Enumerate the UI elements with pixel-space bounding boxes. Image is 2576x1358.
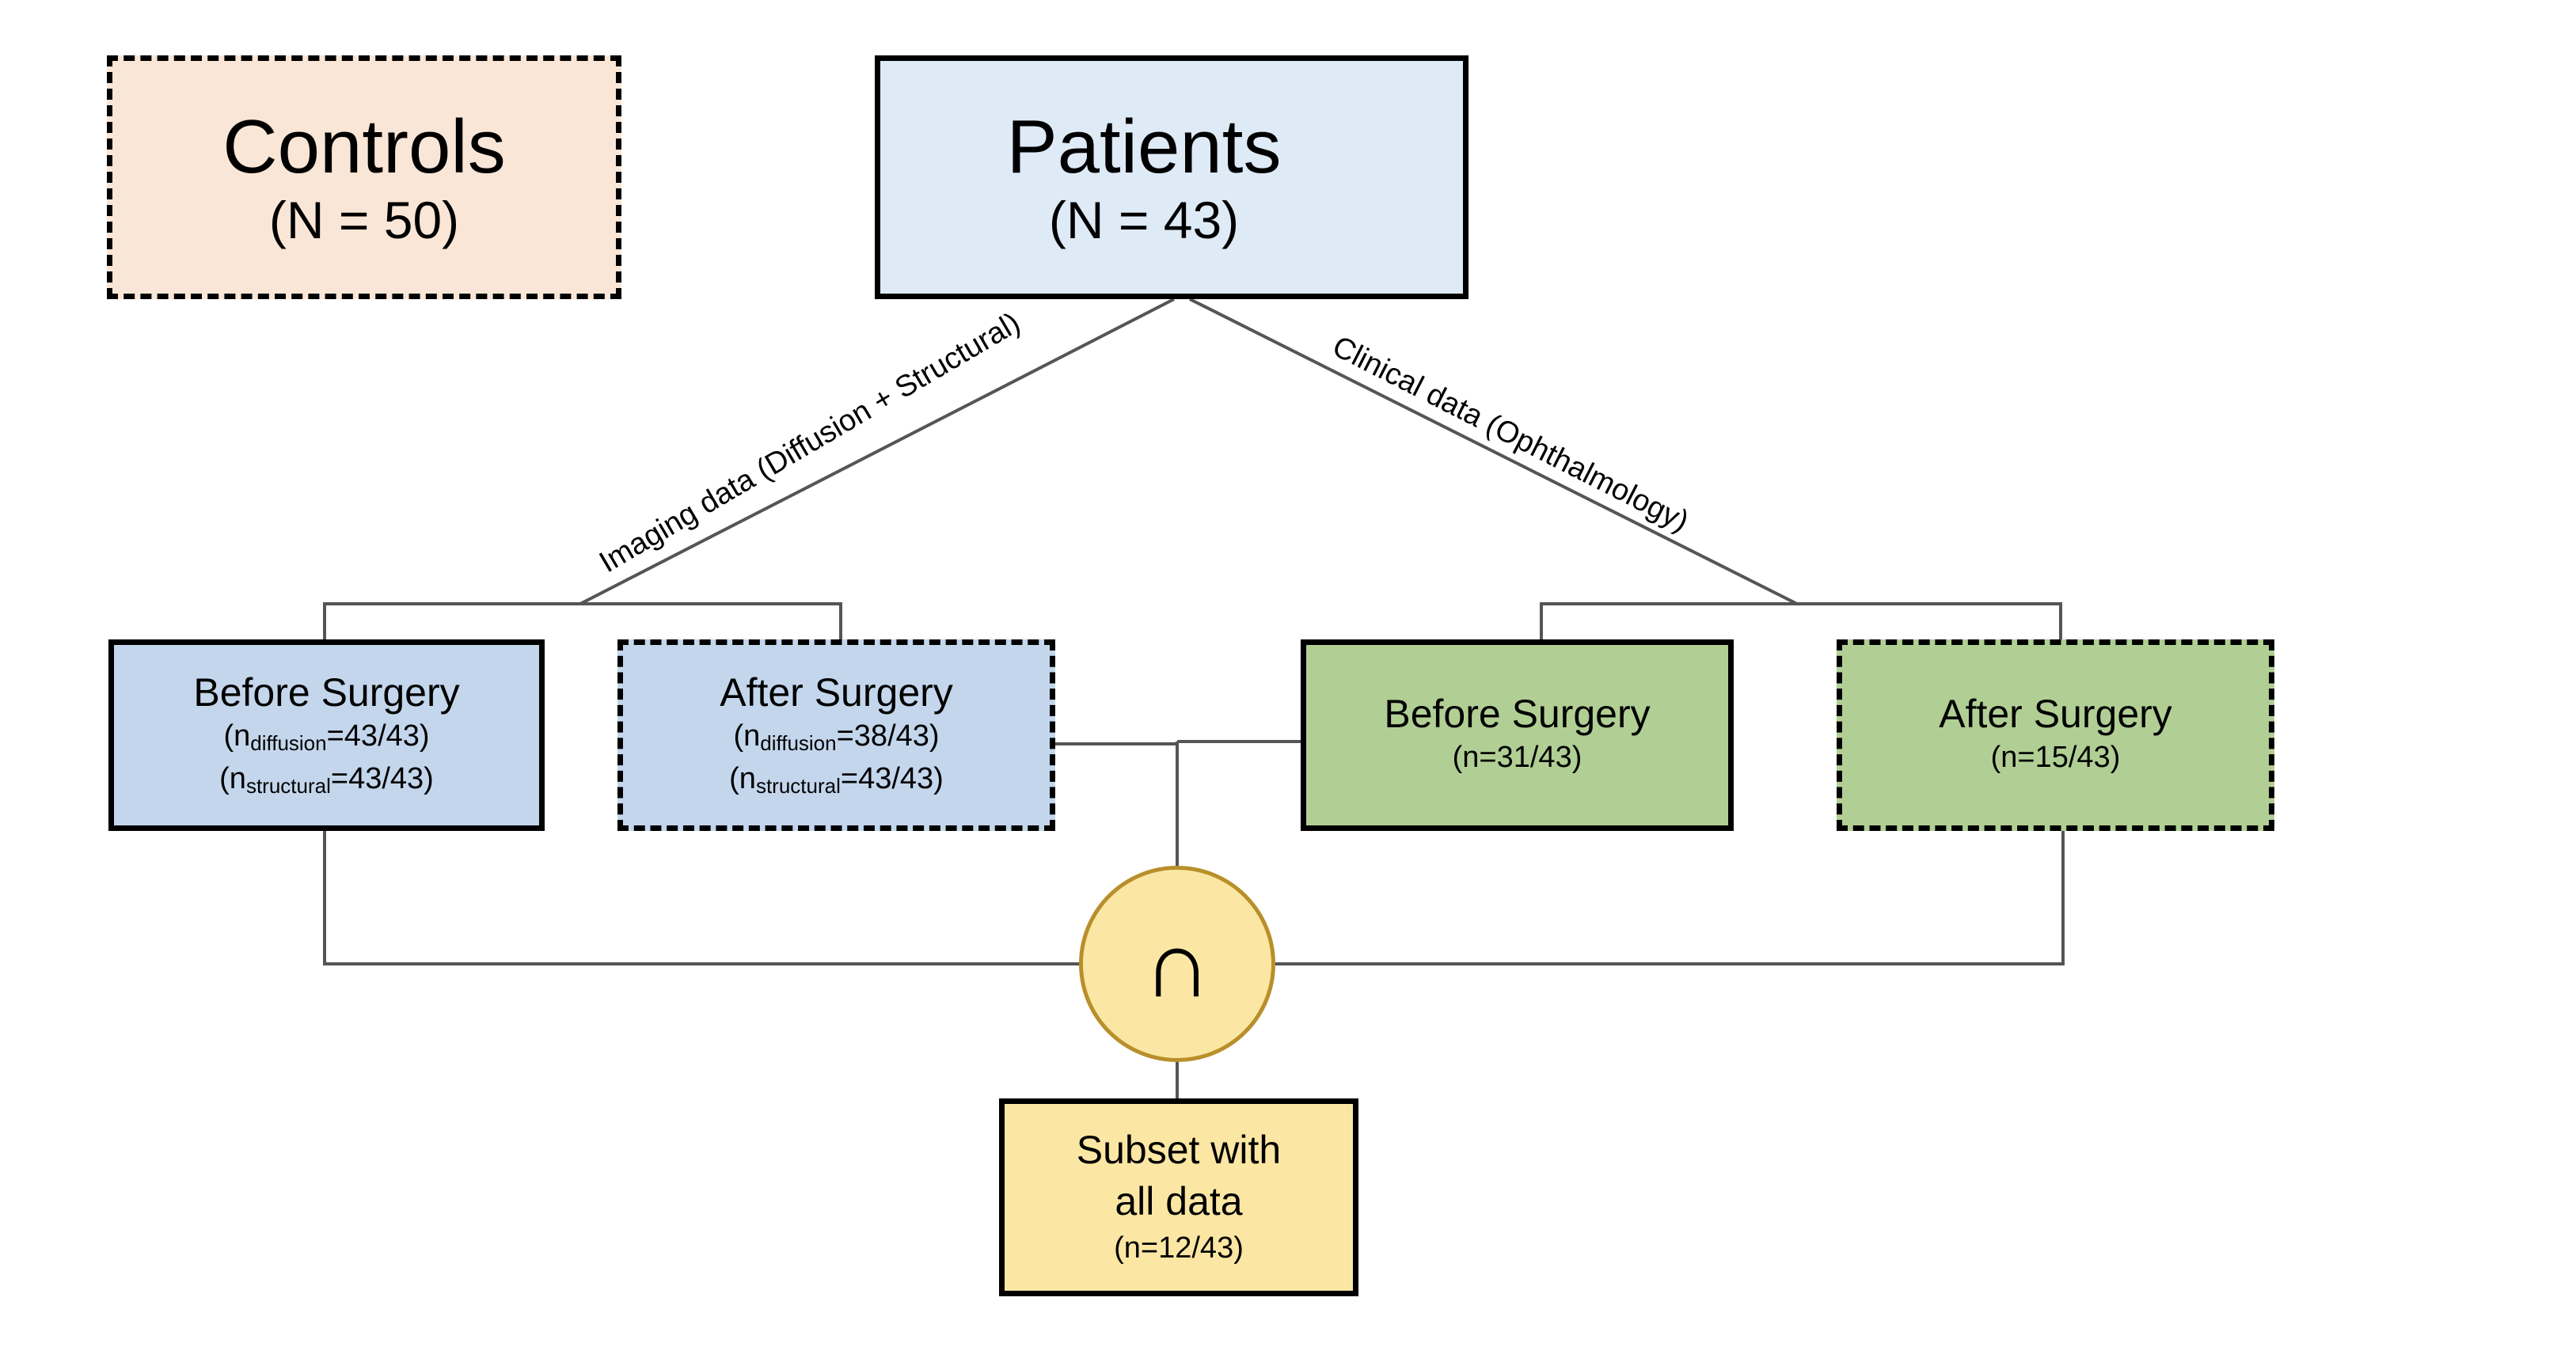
imaging-before-to-intersection	[323, 831, 1079, 965]
clinical-branch-line	[1189, 298, 1798, 605]
controls-count: (N = 50)	[268, 191, 460, 250]
n-prefix: (n	[733, 719, 761, 753]
subset-count: (n=12/43)	[1114, 1231, 1244, 1265]
imaging-before-diffusion: (ndiffusion=43/43)	[223, 715, 429, 757]
imaging-bracket	[323, 602, 842, 639]
clinical-after-surgery-box: After Surgery (n=15/43)	[1837, 639, 2274, 831]
patients-count: (N = 43)	[1048, 191, 1240, 250]
clinical-after-title: After Surgery	[1939, 691, 2172, 736]
imaging-before-structural: (nstructural=43/43)	[219, 758, 434, 800]
imaging-after-surgery-box: After Surgery (ndiffusion=38/43) (nstruc…	[617, 639, 1055, 831]
subset-title-line2: all data	[1115, 1179, 1243, 1224]
structural-subscript: structural	[755, 773, 841, 798]
controls-title: Controls	[222, 104, 506, 189]
intersection-icon: ∩	[1142, 911, 1212, 1017]
clinical-before-surgery-box: Before Surgery (n=31/43)	[1301, 639, 1734, 831]
diffusion-subscript: diffusion	[250, 731, 327, 756]
imaging-before-title: Before Surgery	[193, 670, 460, 715]
imaging-after-title: After Surgery	[720, 670, 953, 715]
clinical-after-count: (n=15/43)	[1990, 741, 2121, 775]
clinical-bracket	[1540, 602, 2062, 639]
n-prefix: (n	[219, 761, 246, 795]
diffusion-value: =38/43)	[836, 719, 940, 753]
subset-all-data-box: Subset with all data (n=12/43)	[999, 1098, 1358, 1296]
patients-box: Patients (N = 43)	[875, 55, 1468, 299]
structural-value: =43/43)	[330, 761, 434, 795]
n-prefix: (n	[223, 719, 251, 753]
diffusion-value: =43/43)	[326, 719, 430, 753]
imaging-branch-line	[579, 298, 1175, 605]
imaging-after-diffusion: (ndiffusion=38/43)	[733, 715, 939, 757]
imaging-before-surgery-box: Before Surgery (ndiffusion=43/43) (nstru…	[108, 639, 545, 831]
structural-subscript: structural	[245, 773, 331, 798]
patients-title: Patients	[1006, 104, 1282, 189]
clinical-after-to-intersection	[1275, 831, 2065, 965]
diffusion-subscript: diffusion	[760, 731, 837, 756]
controls-box: Controls (N = 50)	[107, 55, 621, 299]
imaging-after-structural: (nstructural=43/43)	[729, 758, 944, 800]
n-prefix: (n	[729, 761, 756, 795]
intersection-node: ∩	[1079, 866, 1275, 1062]
subset-title-line1: Subset with	[1076, 1128, 1282, 1173]
clinical-before-count: (n=31/43)	[1452, 741, 1582, 775]
structural-value: =43/43)	[840, 761, 944, 795]
clinical-before-title: Before Surgery	[1384, 691, 1651, 736]
